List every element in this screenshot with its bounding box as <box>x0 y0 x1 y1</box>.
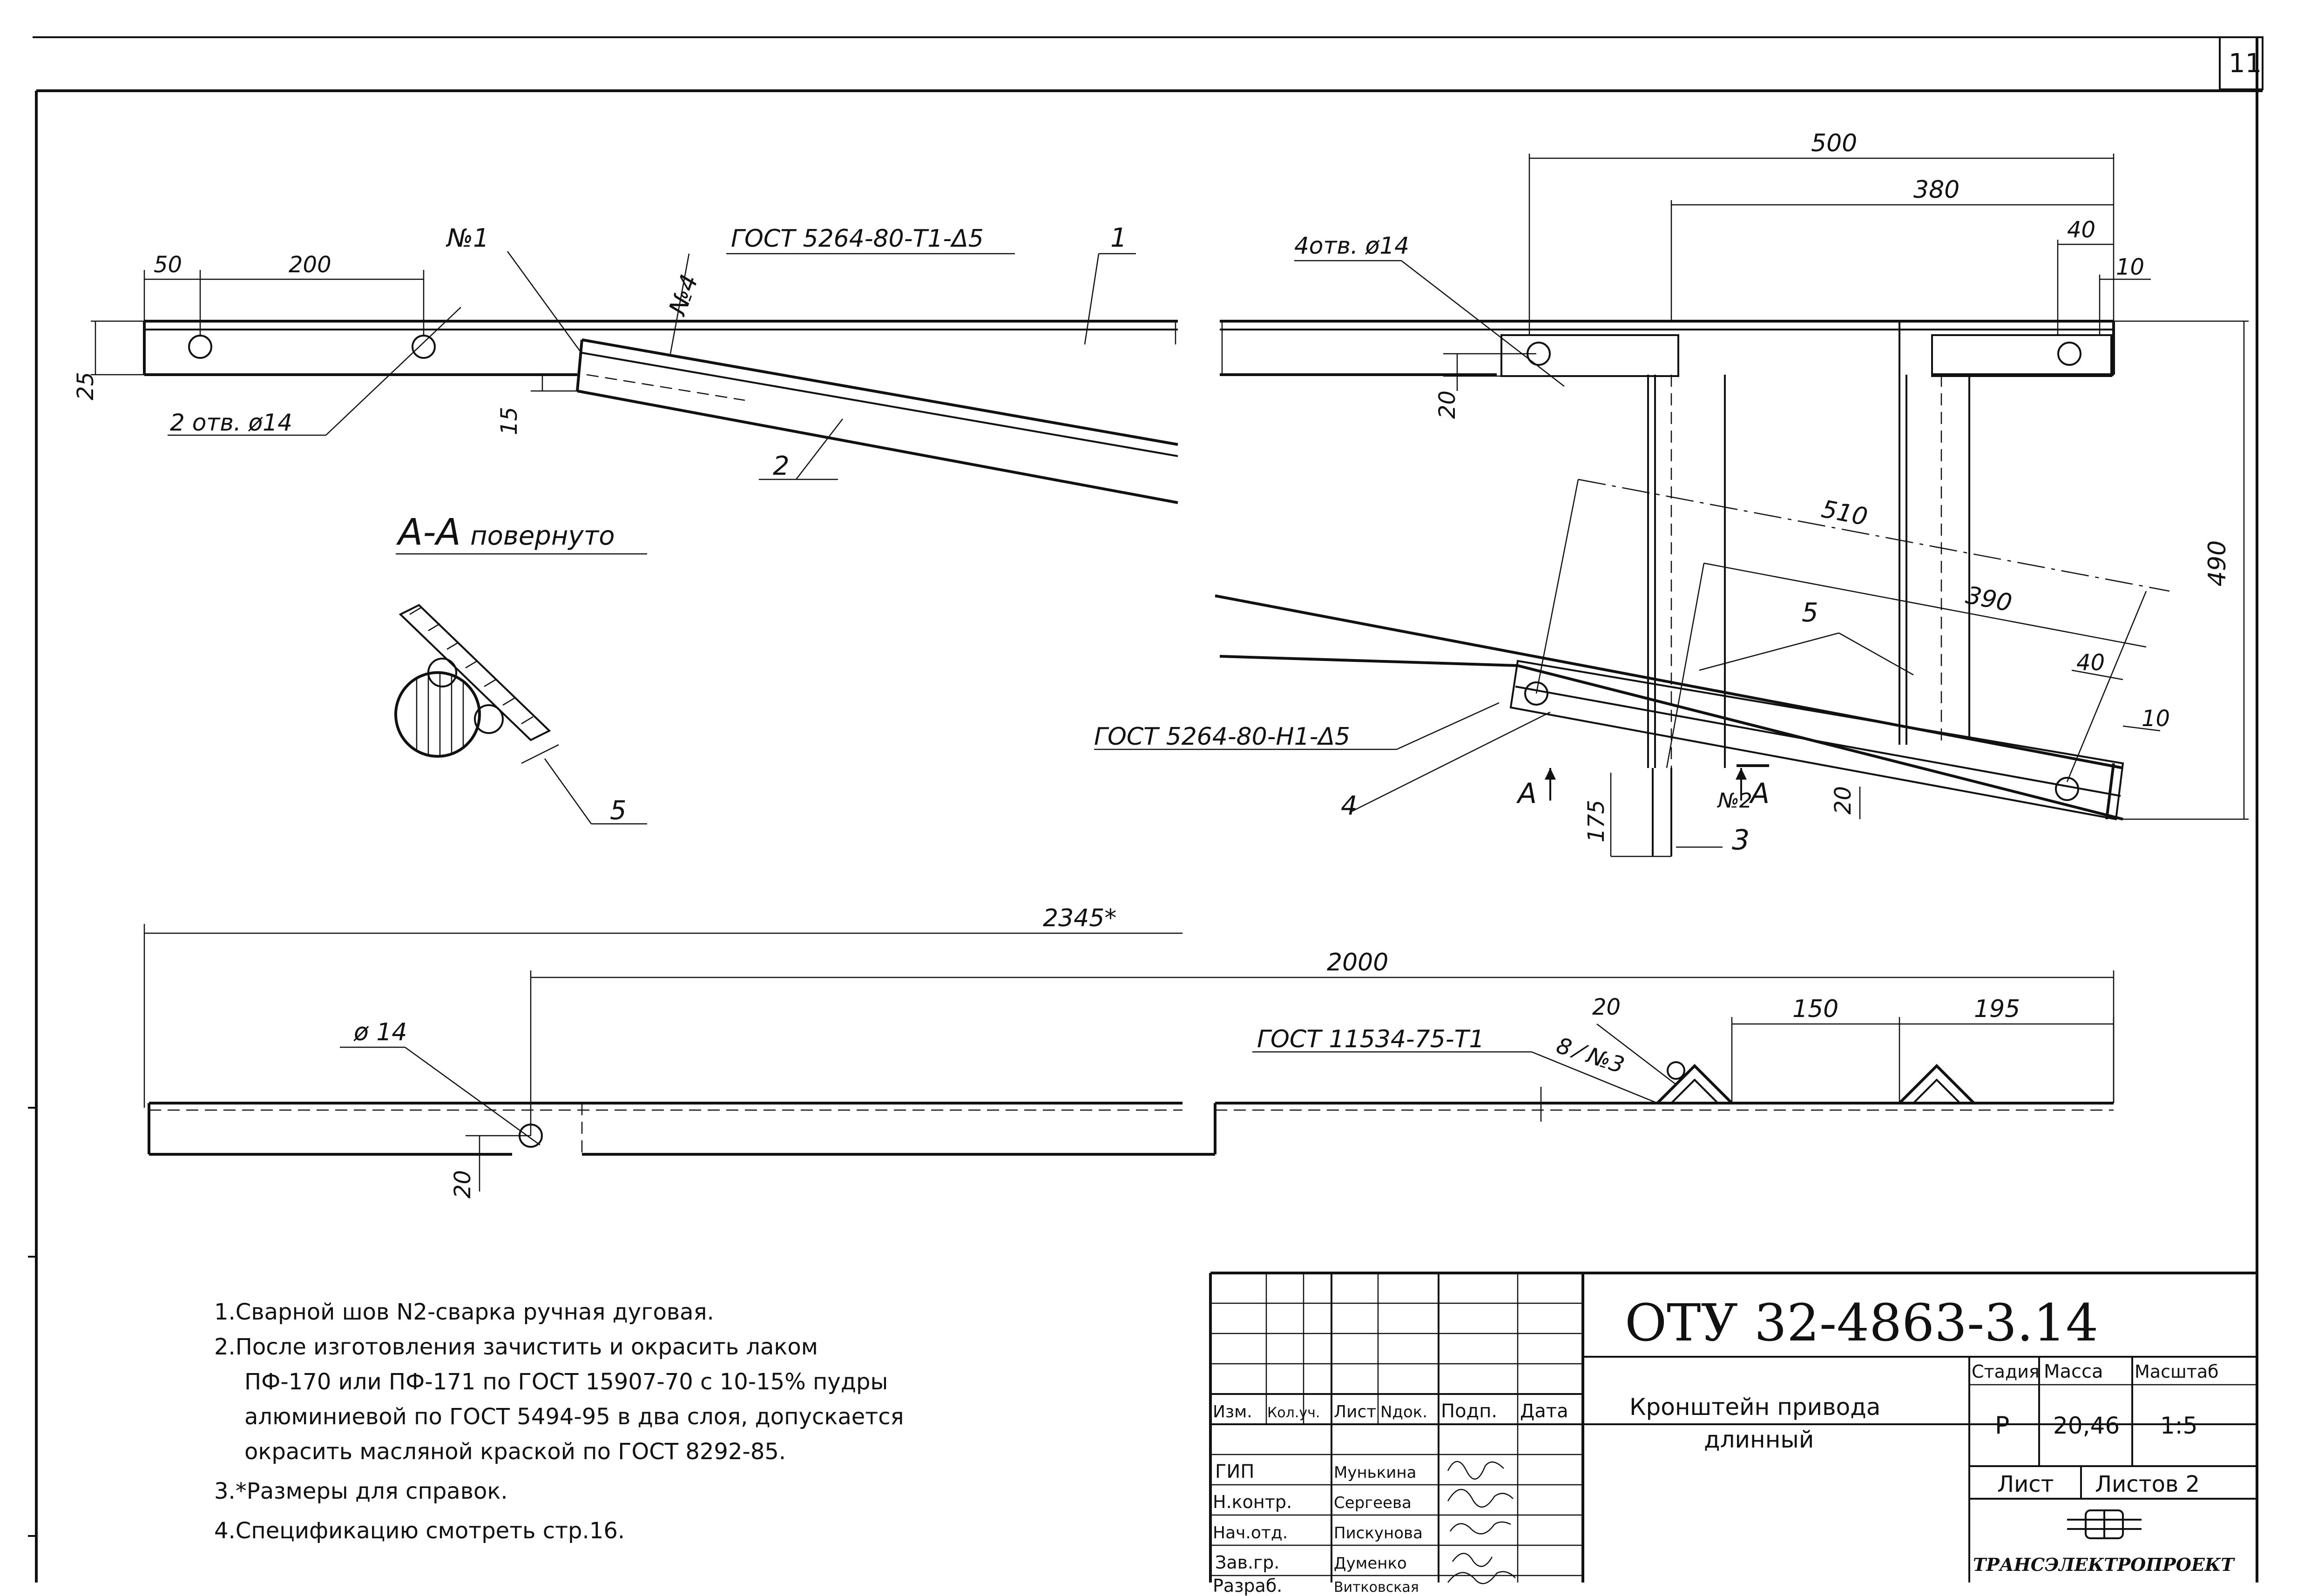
note-3: 3.*Размеры для справок. <box>214 1478 508 1504</box>
tb-header-kol: Кол.уч. <box>1267 1405 1320 1421</box>
title-block <box>1209 1272 2257 1583</box>
role-nachotd: Нач.отд. <box>1213 1523 1288 1542</box>
dim-2000: 2000 <box>1327 949 1388 976</box>
weld-label-2: №2 <box>1716 789 1752 813</box>
bottom-view <box>143 924 2115 1192</box>
role-razrab: Разраб. <box>1213 1576 1282 1596</box>
stage-label: Стадия <box>1972 1361 2040 1382</box>
part-2-label: 2 <box>773 451 790 481</box>
mass-value: 20,46 <box>2053 1412 2120 1439</box>
mass-label: Масса <box>2044 1361 2103 1382</box>
tb-header-list: Лист <box>1334 1402 1376 1421</box>
dim-380: 380 <box>1913 176 1960 204</box>
scale-value: 1:5 <box>2160 1412 2197 1439</box>
section-title-note: повернуто <box>470 521 615 551</box>
dim-15: 15 <box>496 407 522 435</box>
gost-weld-right: ГОСТ 5264-80-Н1-Δ5 <box>1094 723 1350 751</box>
name-nkontr: Сергеева <box>1334 1494 1412 1512</box>
dim-25: 25 <box>73 372 99 400</box>
doc-code: ОТУ 32-4863-3.14 <box>1625 1293 2098 1353</box>
dim-390: 390 <box>1964 581 2014 618</box>
part-4-label: 4 <box>1341 791 1358 821</box>
note-2-cont-1: ПФ-170 или ПФ-171 по ГОСТ 15907-70 с 10-… <box>244 1369 888 1395</box>
note-1: 1.Сварной шов N2-сварка ручная дуговая. <box>214 1299 714 1325</box>
dim-150: 150 <box>1792 995 1838 1023</box>
section-mark-right: А <box>1749 777 1770 810</box>
section-arrows <box>1545 764 1769 801</box>
signatures <box>1447 1461 1516 1584</box>
dim-20-top: 20 <box>1434 391 1460 419</box>
dim-490: 490 <box>2203 540 2231 586</box>
tb-header-podp: Подп. <box>1441 1401 1497 1422</box>
dim-10-top: 10 <box>2116 254 2144 280</box>
weld-label-1: №1 <box>446 223 489 253</box>
tb-header-data: Дата <box>1520 1401 1568 1422</box>
dim-500: 500 <box>1811 129 1857 157</box>
tb-header-izm: Изм. <box>1213 1402 1252 1421</box>
note-2: 2.После изготовления зачистить и окрасит… <box>214 1334 818 1360</box>
sheet-number: 11 <box>2229 48 2262 79</box>
name-nachotd: Пискунова <box>1334 1524 1423 1542</box>
sheets-label: Листов 2 <box>2095 1471 2200 1497</box>
scale-label: Масштаб <box>2135 1361 2219 1382</box>
org-name: ТРАНСЭЛЕКТРОПРОЕКТ <box>1973 1554 2235 1575</box>
right-view <box>1094 154 2249 857</box>
dim-200: 200 <box>289 252 331 278</box>
holes-label-top: 2 отв. ø14 <box>170 409 292 436</box>
notes-block: 1.Сварной шов N2-сварка ручная дуговая. … <box>214 1299 904 1544</box>
dim-20-bottom: 20 <box>1830 786 1856 815</box>
dim-40-top: 40 <box>2067 217 2095 243</box>
note-2-cont-3: окрасить масляной краской по ГОСТ 8292-8… <box>244 1439 786 1465</box>
section-title: А-А <box>396 512 461 553</box>
role-zavgr: Зав.гр. <box>1215 1552 1279 1573</box>
weld-label-4: №4 <box>663 271 704 320</box>
part-1-label: 1 <box>1110 223 1127 253</box>
tb-header-ndok: Nдок. <box>1380 1403 1427 1421</box>
role-gip: ГИП <box>1215 1461 1254 1482</box>
name-razrab: Витковская <box>1334 1579 1419 1596</box>
part-3-label: 3 <box>1732 824 1750 856</box>
title-line-2: длинный <box>1704 1426 1814 1453</box>
dim-50: 50 <box>154 252 182 278</box>
dim-195: 195 <box>1974 995 2020 1023</box>
dim-40-bottom: 40 <box>2076 650 2105 676</box>
name-zavgr: Думенко <box>1334 1554 1407 1573</box>
note-4: 4.Спецификацию смотреть стр.16. <box>214 1518 625 1544</box>
note-2-cont-2: алюминиевой по ГОСТ 5494-95 в два слоя, … <box>244 1404 904 1430</box>
frame-ticks <box>28 1107 36 1537</box>
holes-label-right: 4отв. ø14 <box>1294 232 1409 259</box>
section-a-a <box>394 553 647 825</box>
dim-20-lug: 20 <box>1592 994 1621 1020</box>
dim-20-bottom-view: 20 <box>450 1170 476 1199</box>
top-left-view <box>91 251 1178 504</box>
gost-weld-top: ГОСТ 5264-80-Т1-Δ5 <box>731 225 984 253</box>
hole-label-bottom: ø 14 <box>353 1018 407 1046</box>
part-5-label-section: 5 <box>610 795 627 826</box>
org-logo-icon <box>2067 1509 2142 1539</box>
dim-2345: 2345* <box>1043 904 1116 932</box>
dim-510: 510 <box>1819 495 1870 532</box>
part-5-label-right: 5 <box>1802 598 1818 628</box>
section-mark-left: А <box>1516 777 1537 810</box>
name-gip: Мунькина <box>1334 1463 1416 1482</box>
role-nkontr: Н.контр. <box>1213 1492 1292 1512</box>
sheet-frame <box>33 36 2264 1583</box>
dim-10-bottom: 10 <box>2142 706 2170 732</box>
sheet-label: Лист <box>1997 1471 2054 1497</box>
stage-value: Р <box>1995 1412 2009 1440</box>
dim-175: 175 <box>1583 800 1609 842</box>
title-line-1: Кронштейн привода <box>1629 1394 1880 1421</box>
gost-weld-bottom: ГОСТ 11534-75-Т1 <box>1257 1025 1484 1053</box>
